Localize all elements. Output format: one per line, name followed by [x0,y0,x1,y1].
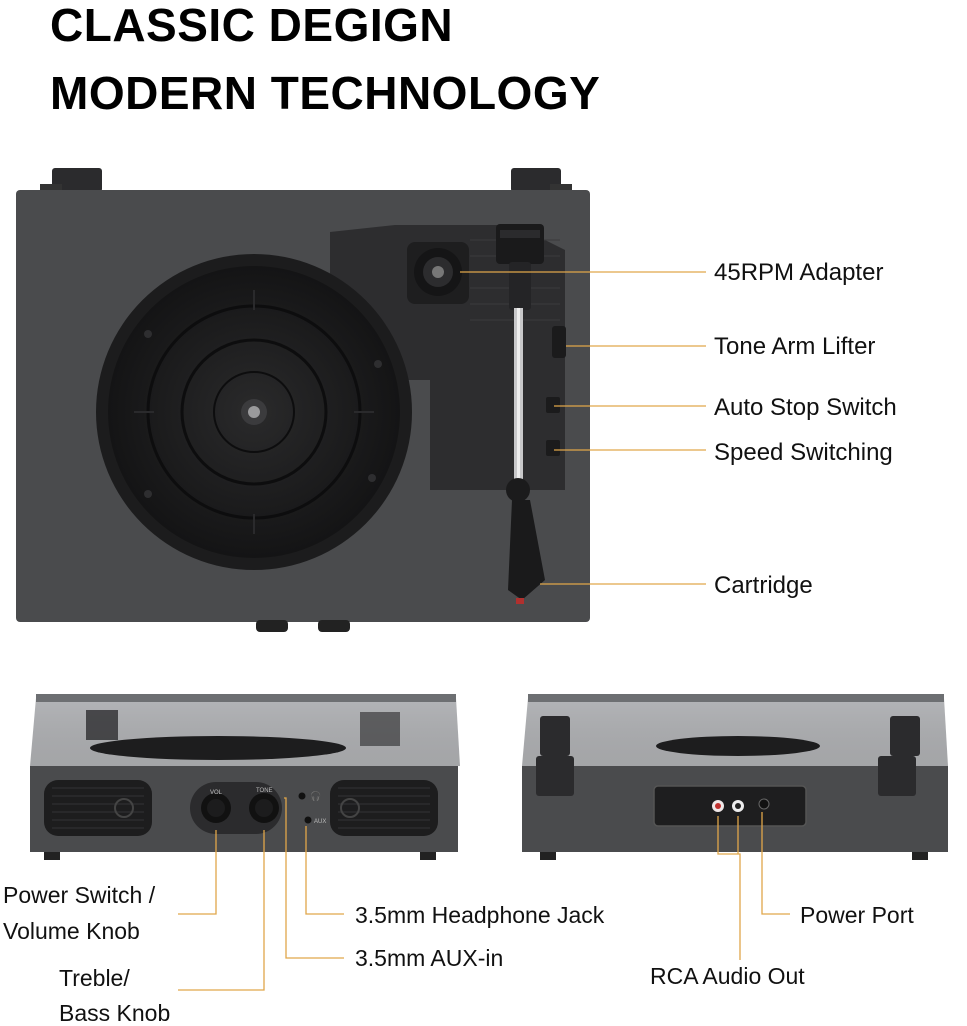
label-tone-arm-lifter: Tone Arm Lifter [714,333,876,360]
adapter-45rpm [407,242,469,304]
label-rca-audio-out: RCA Audio Out [650,963,805,989]
top-callout-lines [460,271,706,585]
headphone-icon: 🎧 [310,790,321,802]
tone-arm-lifter [552,326,566,358]
label-auto-stop-switch: Auto Stop Switch [714,394,897,421]
aux-mark: AUX [314,819,326,825]
rear-port-panel [653,785,807,827]
label-aux-in: 3.5mm AUX-in [355,945,504,971]
front-view: VOL TONE 🎧 AUX [30,694,460,860]
front-callout-lines [178,797,344,991]
power-port [758,798,770,810]
label-volume-knob: Volume Knob [3,918,140,944]
tonearm [496,224,545,604]
tonearm-base-plate [330,225,565,490]
auto-stop-switch [546,397,560,413]
label-headphone-jack: 3.5mm Headphone Jack [355,902,605,928]
headline-line-2: MODERN TECHNOLOGY [50,67,601,119]
label-45rpm-adapter: 45RPM Adapter [714,259,884,286]
top-view [16,168,590,632]
vol-mark: VOL [210,790,223,796]
tone-mark: TONE [256,788,273,794]
back-view [522,694,948,860]
headline-line-1: CLASSIC DEGIGN [50,0,454,51]
label-power-port: Power Port [800,902,914,928]
label-speed-switching: Speed Switching [714,439,893,466]
label-power-switch: Power Switch / [3,882,156,908]
label-bass-knob: Bass Knob [59,1000,171,1026]
label-cartridge: Cartridge [714,572,813,599]
back-callout-lines [717,812,790,960]
platter [96,254,412,570]
headphone-jack [298,792,306,800]
speed-switch [546,440,560,456]
speaker-left [44,780,152,836]
aux-jack [304,816,312,824]
label-treble: Treble/ [59,965,130,991]
speaker-right [330,780,438,836]
